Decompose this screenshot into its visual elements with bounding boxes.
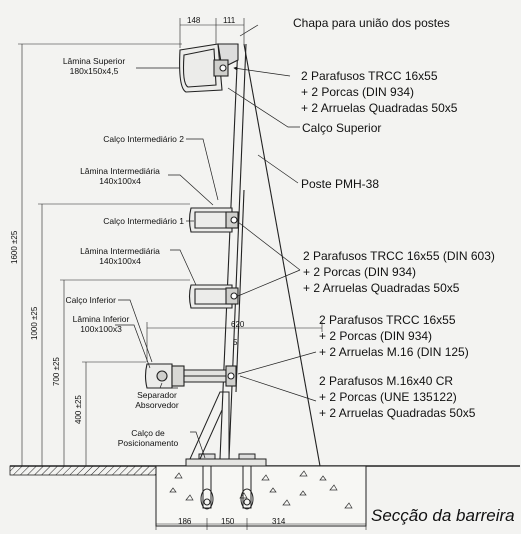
label-calco-superior: Calço Superior <box>302 121 382 135</box>
label-poste: Poste PMH-38 <box>301 177 380 191</box>
diagram-title: Secção da barreira <box>371 506 515 525</box>
label-parafusos-2: 2 Parafusos TRCC 16x55 (DIN 603) <box>303 249 495 263</box>
label-parafusos-4: 2 Parafusos M.16x40 CR <box>319 374 454 388</box>
label-calco-intermediario-2: Calço Intermediário 2 <box>103 134 184 144</box>
dim-1000: 1000 ±25 <box>30 306 39 340</box>
dim-1600: 1600 ±25 <box>10 230 19 264</box>
calco-posicionamento-line1: Calço de <box>131 428 165 438</box>
lamina-inferior-dim: 100x100x3 <box>80 324 122 334</box>
label-porcas-3: + 2 Porcas (DIN 934) <box>319 329 433 343</box>
ground-hatch <box>9 465 157 476</box>
calco-posicionamento-line2: Posicionamento <box>117 438 179 448</box>
intermediate-beam-2 <box>188 207 239 233</box>
leader-lines <box>115 24 317 459</box>
dim-700: 700 ±25 <box>52 357 61 386</box>
dim-150: 150 <box>221 517 235 526</box>
label-separador: Separador Absorvedor <box>128 390 186 410</box>
label-parafusos-3: 2 Parafusos TRCC 16x55 <box>319 313 456 327</box>
positioning-gusset <box>189 391 230 460</box>
label-calco-intermediario-1: Calço Intermediário 1 <box>103 216 184 226</box>
separador-line1: Separador <box>137 390 177 400</box>
label-porcas-4: + 2 Porcas (UNE 135122) <box>319 390 457 404</box>
separador-line2: Absorvedor <box>135 400 179 410</box>
dim-186: 186 <box>178 517 192 526</box>
lower-beam <box>144 363 237 389</box>
top-dimension <box>179 18 245 48</box>
label-calco-inferior: Calço Inferior <box>65 295 116 305</box>
dimension-620 <box>146 322 323 362</box>
lamina-intermediaria-b-dim: 140x100x4 <box>99 256 141 266</box>
label-calco-posicionamento: Calço de Posicionamento <box>108 428 188 448</box>
dim-111: 111 <box>223 16 236 25</box>
label-arruelas-3: + 2 Arruelas M.16 (DIN 125) <box>319 345 469 359</box>
height-dimensions <box>18 43 190 466</box>
lamina-inferior-name: Lâmina Inferior <box>72 314 130 324</box>
label-parafusos-1: 2 Parafusos TRCC 16x55 <box>301 69 438 83</box>
label-porcas-2: + 2 Porcas (DIN 934) <box>303 265 417 279</box>
label-chapa: Chapa para união dos postes <box>293 16 450 30</box>
base-plate <box>185 458 267 467</box>
label-arruelas-4: + 2 Arruelas Quadradas 50x5 <box>319 406 476 420</box>
label-lamina-intermediaria-a: Lâmina Intermediária 140x100x4 <box>74 166 166 186</box>
label-lamina-intermediaria-b: Lâmina Intermediária 140x100x4 <box>74 246 166 266</box>
dim-5: 5 <box>233 338 238 347</box>
dim-314: 314 <box>272 517 286 526</box>
lamina-intermediaria-a-dim: 140x100x4 <box>99 176 141 186</box>
label-arruelas-1: + 2 Arruelas Quadradas 50x5 <box>301 101 458 115</box>
label-arruelas-2: + 2 Arruelas Quadradas 50x5 <box>303 281 460 295</box>
lamina-superior-dim: 180x150x4,5 <box>69 66 119 76</box>
lamina-intermediaria-a-name: Lâmina Intermediária <box>80 166 160 176</box>
anchor-bolts <box>198 453 256 510</box>
label-lamina-superior: Lâmina Superior 180x150x4,5 <box>52 56 136 76</box>
lamina-superior-name: Lâmina Superior <box>62 56 126 66</box>
lamina-intermediaria-b-name: Lâmina Intermediária <box>80 246 160 256</box>
dim-620: 620 <box>231 320 245 329</box>
label-porcas-1: + 2 Porcas (DIN 934) <box>301 85 415 99</box>
bottom-dimension <box>155 518 367 530</box>
dim-148: 148 <box>187 16 201 25</box>
top-beam <box>179 43 239 93</box>
intermediate-beam-1 <box>188 284 239 309</box>
dim-400: 400 ±25 <box>74 395 83 424</box>
label-lamina-inferior: Lâmina Inferior 100x100x3 <box>70 314 132 334</box>
post-pmh38 <box>219 43 321 467</box>
